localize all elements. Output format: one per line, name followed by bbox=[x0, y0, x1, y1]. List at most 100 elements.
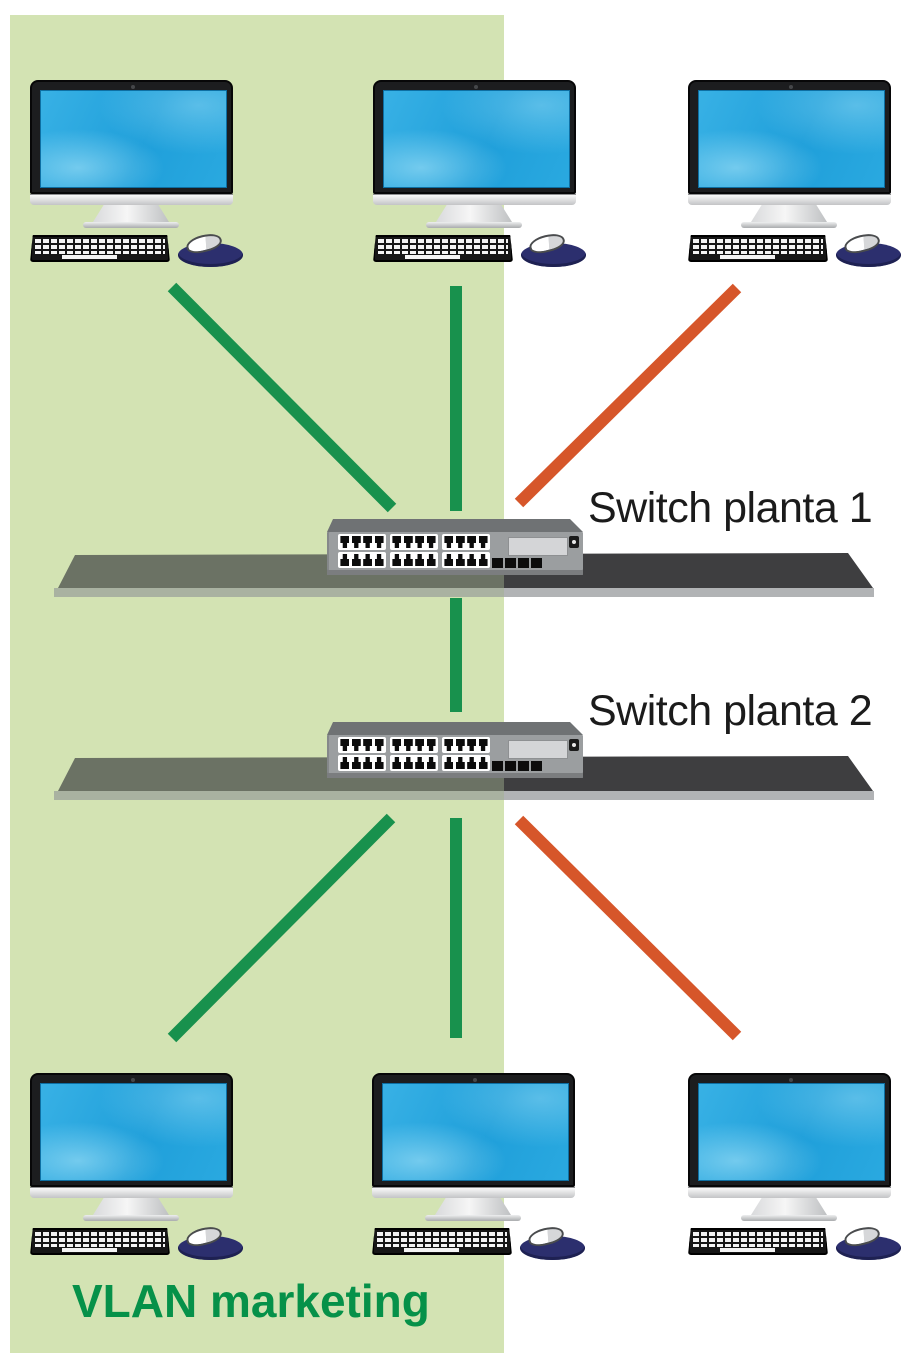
port-group bbox=[390, 737, 438, 771]
rj45-port-icon bbox=[467, 757, 477, 769]
port-row bbox=[338, 755, 386, 771]
rj45-port-icon bbox=[363, 757, 373, 769]
monitor bbox=[372, 1073, 575, 1187]
pc-floor2-left bbox=[30, 1073, 245, 1260]
monitor-screen bbox=[698, 90, 885, 188]
connection-line-pc-floor1-right-to-switch-1 bbox=[514, 283, 742, 508]
monitor-stand-base bbox=[426, 222, 522, 228]
connection-line-switch-2-to-pc-floor2-right bbox=[514, 815, 742, 1041]
monitor bbox=[688, 1073, 891, 1187]
rj45-port-icon bbox=[426, 554, 436, 566]
uplink-port-icon bbox=[518, 558, 529, 568]
rj45-port-icon bbox=[444, 536, 454, 548]
keyboard-spacebar bbox=[62, 255, 117, 259]
rj45-port-icon bbox=[392, 536, 402, 548]
rj45-port-icon bbox=[340, 757, 350, 769]
uplink-port-icon bbox=[492, 761, 503, 771]
monitor-screen bbox=[40, 90, 227, 188]
keyboard-spacebar bbox=[720, 1248, 775, 1252]
pc-floor2-right bbox=[688, 1073, 903, 1260]
rj45-port-icon bbox=[478, 739, 488, 751]
webcam-icon bbox=[789, 1078, 793, 1082]
switch-display bbox=[508, 740, 568, 759]
pc-floor1-right bbox=[688, 80, 903, 267]
uplink-port-icon bbox=[505, 761, 516, 771]
monitor-chin bbox=[373, 194, 576, 205]
switch-display bbox=[508, 537, 568, 556]
rj45-port-icon bbox=[415, 536, 425, 548]
uplink-port-icon bbox=[505, 558, 516, 568]
connection-line-pc-floor1-left-to-switch-1 bbox=[167, 282, 397, 513]
rj45-port-icon bbox=[403, 554, 413, 566]
switch-1-device bbox=[327, 519, 583, 575]
port-group bbox=[442, 534, 490, 568]
port-row bbox=[338, 737, 386, 753]
vlan-zone-label: VLAN marketing bbox=[72, 1275, 430, 1327]
rj45-port-icon bbox=[351, 757, 361, 769]
port-group bbox=[442, 737, 490, 771]
monitor-stand-neck bbox=[436, 205, 512, 222]
uplink-port-icon bbox=[531, 558, 542, 568]
webcam-icon bbox=[473, 1078, 477, 1082]
monitor-stand-neck bbox=[93, 205, 169, 222]
monitor-stand-base bbox=[83, 222, 179, 228]
monitor-chin bbox=[372, 1187, 575, 1198]
port-row bbox=[390, 552, 438, 568]
keyboard bbox=[688, 1228, 828, 1255]
rj45-port-icon bbox=[403, 739, 413, 751]
shelf-front-edge bbox=[54, 791, 874, 800]
port-row bbox=[390, 534, 438, 550]
shelf-front-edge bbox=[54, 588, 874, 597]
rj45-port-icon bbox=[455, 739, 465, 751]
rj45-port-icon bbox=[455, 536, 465, 548]
power-connector-icon bbox=[569, 536, 579, 548]
monitor-chin bbox=[688, 1187, 891, 1198]
keyboard-spacebar bbox=[405, 255, 460, 259]
webcam-icon bbox=[474, 85, 478, 89]
webcam-icon bbox=[131, 1078, 135, 1082]
monitor-stand-neck bbox=[435, 1198, 511, 1215]
rj45-port-icon bbox=[340, 554, 350, 566]
keyboard bbox=[372, 1228, 512, 1255]
rj45-port-icon bbox=[351, 554, 361, 566]
switch-2-device bbox=[327, 722, 583, 778]
port-row bbox=[390, 755, 438, 771]
rj45-port-icon bbox=[426, 536, 436, 548]
port-row bbox=[442, 755, 490, 771]
rj45-port-icon bbox=[363, 554, 373, 566]
rj45-port-icon bbox=[444, 554, 454, 566]
port-group bbox=[390, 534, 438, 568]
port-row bbox=[338, 552, 386, 568]
switch-front-panel bbox=[327, 735, 583, 778]
webcam-icon bbox=[131, 85, 135, 89]
rj45-port-icon bbox=[374, 536, 384, 548]
webcam-icon bbox=[789, 85, 793, 89]
pc-floor1-left bbox=[30, 80, 245, 267]
pc-floor1-middle bbox=[373, 80, 588, 267]
keyboard bbox=[688, 235, 828, 262]
monitor-chin bbox=[688, 194, 891, 205]
rj45-port-icon bbox=[363, 739, 373, 751]
rj45-port-icon bbox=[444, 757, 454, 769]
rj45-port-icon bbox=[392, 739, 402, 751]
keyboard bbox=[30, 1228, 170, 1255]
monitor-stand-neck bbox=[751, 1198, 827, 1215]
connection-line-switch-2-to-pc-floor2-left bbox=[167, 813, 396, 1043]
keyboard bbox=[30, 235, 170, 262]
rj45-port-icon bbox=[363, 536, 373, 548]
keyboard bbox=[373, 235, 513, 262]
monitor-screen bbox=[40, 1083, 227, 1181]
monitor-stand-base bbox=[741, 1215, 837, 1221]
monitor-stand-base bbox=[425, 1215, 521, 1221]
rj45-port-icon bbox=[415, 757, 425, 769]
monitor-stand-base bbox=[741, 222, 837, 228]
rj45-port-icon bbox=[392, 757, 402, 769]
rj45-port-icon bbox=[467, 536, 477, 548]
keyboard-keys bbox=[35, 239, 165, 254]
rj45-port-icon bbox=[340, 739, 350, 751]
rj45-port-icon bbox=[415, 739, 425, 751]
port-row bbox=[442, 737, 490, 753]
keyboard-keys bbox=[35, 1232, 165, 1247]
monitor bbox=[373, 80, 576, 194]
rj45-port-icon bbox=[415, 554, 425, 566]
